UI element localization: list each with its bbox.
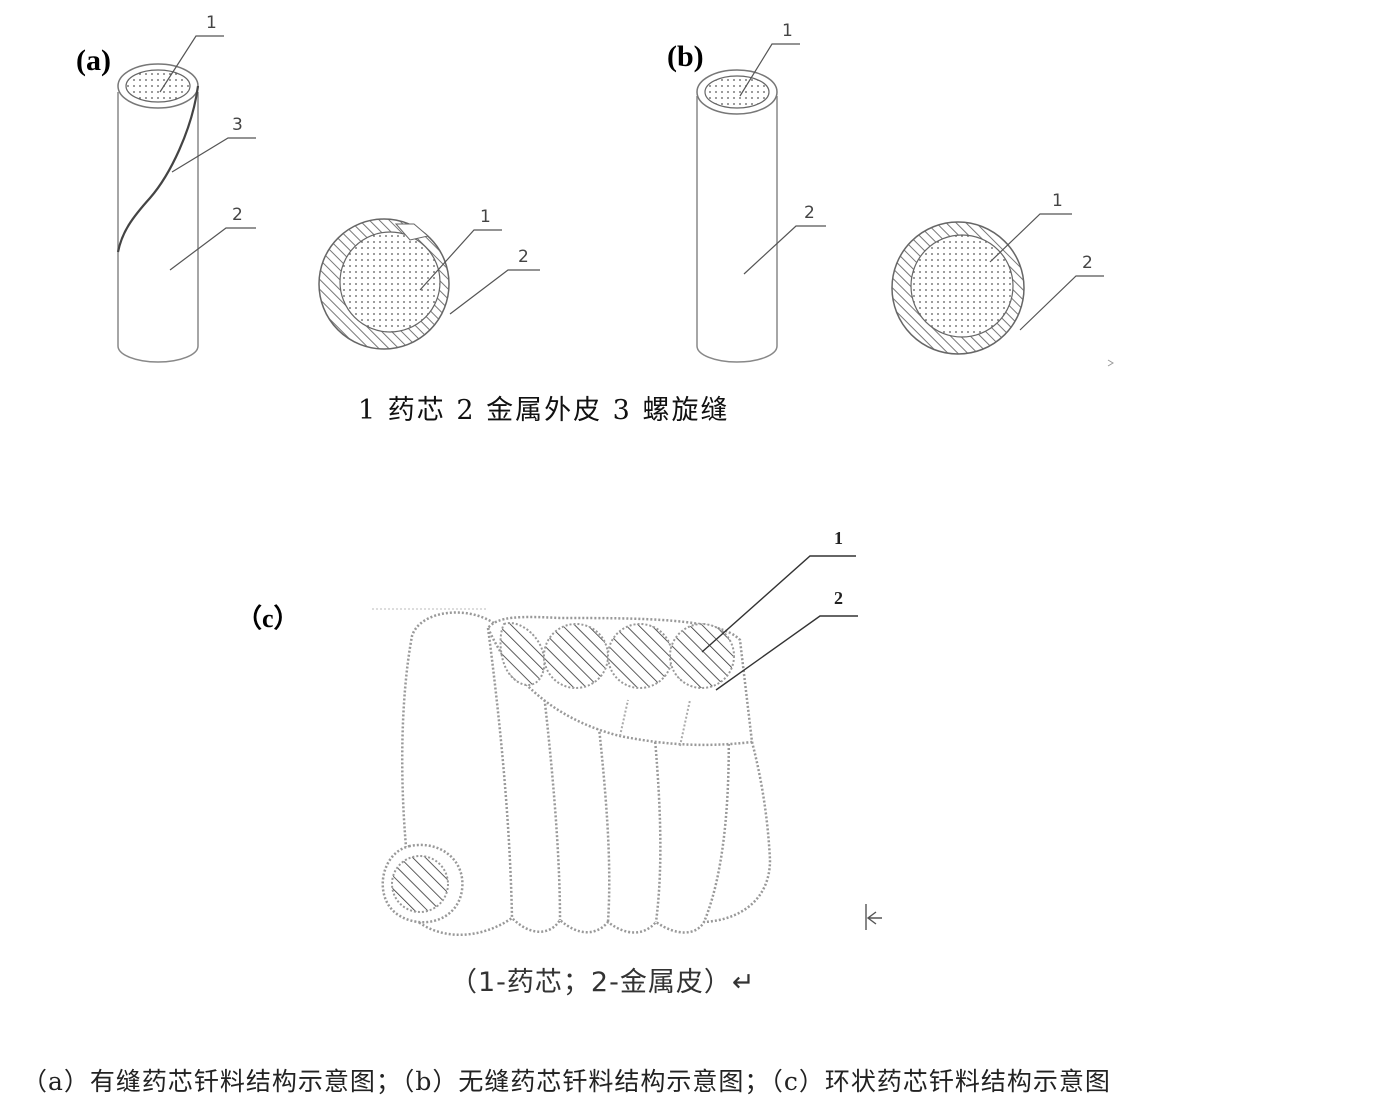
panel-a-rod: 1 3 2 <box>116 13 256 363</box>
callout-c-2: 2 <box>834 588 843 608</box>
panel-a-cross-section: 1 2 <box>318 207 540 350</box>
panel-a-label: (a) <box>76 44 111 77</box>
legend-c: （1-药芯；2-金属皮）↵ <box>450 967 756 998</box>
callout-a-rod-3: 3 <box>232 115 243 135</box>
callout-a-rod-2: 2 <box>232 205 243 225</box>
panel-b-cross-section: 1 2 <box>891 191 1114 367</box>
callout-b-cs-2: 2 <box>1082 253 1093 273</box>
panel-c-cores: 1 2 <box>391 528 882 930</box>
callout-a-rod-1: 1 <box>206 13 217 33</box>
panel-b-rod: 1 2 <box>696 21 826 363</box>
callout-b-cs-1: 1 <box>1052 191 1063 211</box>
callout-b-rod-1: 1 <box>782 21 793 41</box>
panel-c-label: （c） <box>236 604 300 633</box>
callout-c-1: 1 <box>834 528 843 548</box>
figure-caption: （a）有缝药芯钎料结构示意图；（b）无缝药芯钎料结构示意图；（c）环状药芯钎料结… <box>22 1067 1111 1096</box>
callout-a-cs-2: 2 <box>518 247 529 267</box>
callout-a-cs-1: 1 <box>480 207 491 227</box>
panel-b-label: (b) <box>667 40 704 73</box>
legend-ab: 1 药芯 2 金属外皮 3 螺旋缝 <box>358 395 730 426</box>
callout-b-rod-2: 2 <box>804 203 815 223</box>
